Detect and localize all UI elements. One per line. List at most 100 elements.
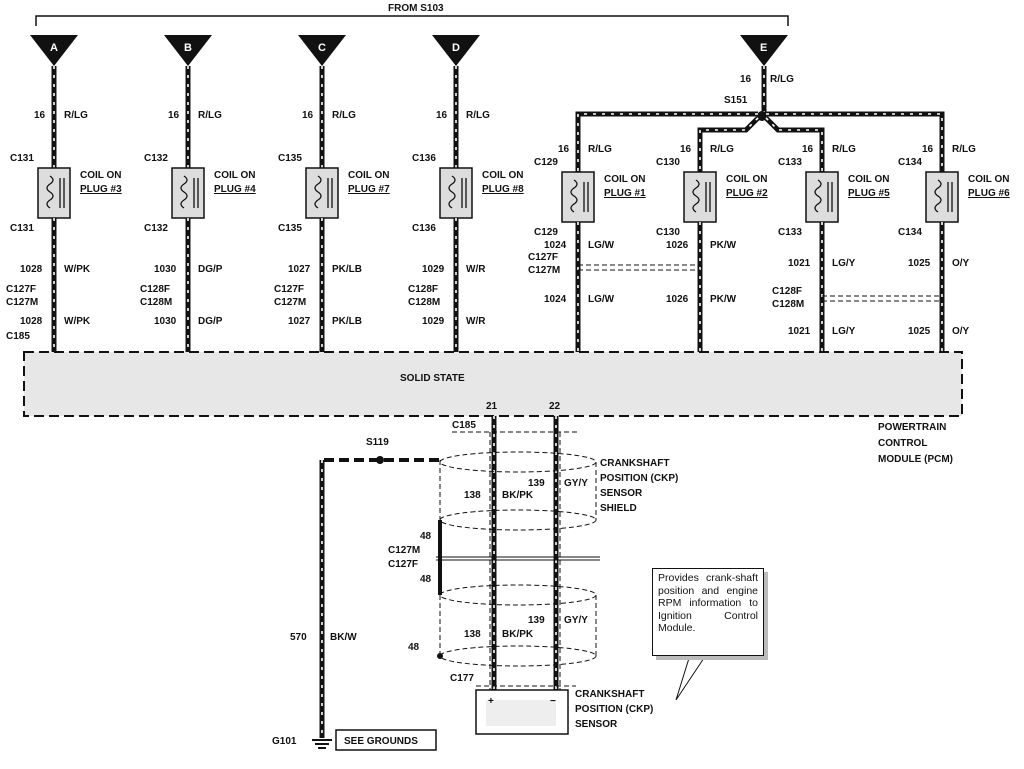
coil-7-conn-top: C133 — [778, 157, 802, 168]
c185-ckp-label: C185 — [452, 420, 476, 431]
svg-text:R/LG: R/LG — [770, 74, 794, 85]
coil-3-circuit-upper: 1027 — [288, 264, 311, 275]
coil-8-name-2: PLUG #6 — [968, 188, 1010, 199]
coil-3-feed-color: R/LG — [332, 110, 356, 121]
coil-5-feed-color: R/LG — [588, 144, 612, 155]
coil-3-name-2: PLUG #7 — [348, 184, 390, 195]
ckp-139-color-bot: GY/Y — [564, 615, 588, 626]
coil-5-color-upper: LG/W — [588, 240, 615, 251]
shield-label-1: CRANKSHAFT — [600, 458, 669, 469]
coil-6-circuit-lower: 1026 — [666, 294, 689, 305]
coil-7-winding-icon — [814, 179, 833, 213]
feed-a: A — [30, 35, 78, 66]
ckp-sensor-label-3: SENSOR — [575, 719, 618, 730]
drain-circuit-3: 48 — [408, 642, 420, 653]
coil-2-conn-top: C132 — [144, 153, 168, 164]
coil-4-conn-top: C136 — [412, 153, 436, 164]
pcm-label-3: MODULE (PCM) — [878, 454, 953, 465]
see-grounds-box — [335, 729, 437, 751]
coil-2-circuit-upper: 1030 — [154, 264, 177, 275]
coil-1-winding-icon — [46, 175, 65, 209]
coil-5-winding-icon — [570, 179, 589, 213]
coil-6-conn-bottom: C130 — [656, 227, 680, 238]
coil-3-winding-icon — [314, 175, 333, 209]
pcm-solid-state: SOLID STATE — [400, 373, 465, 384]
coil-2-name-1: COIL ON — [214, 170, 255, 181]
ckp-138-color-top: BK/PK — [502, 490, 534, 501]
coil-2-winding-icon — [180, 175, 199, 209]
coil-5-name-1: COIL ON — [604, 174, 645, 185]
coil-1-body — [37, 167, 71, 219]
pcm-label-1: POWERTRAIN — [878, 422, 946, 433]
coil-3-color-lower: PK/LB — [332, 316, 362, 327]
ground-name: G101 — [272, 736, 297, 747]
coil-7-circuit-lower: 1021 — [788, 326, 811, 337]
inline-r1-m: C127M — [528, 265, 560, 276]
coil-7-conn-bottom: C133 — [778, 227, 802, 238]
coil-5-conn-top: C129 — [534, 157, 558, 168]
svg-text:E: E — [760, 42, 767, 54]
coil-2-color-lower: DG/P — [198, 316, 223, 327]
coil-8-name-1: COIL ON — [968, 174, 1009, 185]
ckp-138-circuit-top: 138 — [464, 490, 481, 501]
pcm-label-2: CONTROL — [878, 438, 927, 449]
coil-2-name-2: PLUG #4 — [214, 184, 256, 195]
coil-8-circuit-upper: 1025 — [908, 258, 931, 269]
shield-label-2: POSITION (CKP) — [600, 473, 678, 484]
coil-2-feed-color: R/LG — [198, 110, 222, 121]
coil-4-color-upper: W/R — [466, 264, 486, 275]
coil-2-feed-circuit: 16 — [168, 110, 180, 121]
c127f-ckp-label: C127F — [388, 559, 418, 570]
coil-4-conn-bottom: C136 — [412, 223, 436, 234]
ground-circuit: 570 — [290, 632, 307, 643]
ckp-139-circuit-bot: 139 — [528, 615, 545, 626]
coil-3-color-upper: PK/LB — [332, 264, 362, 275]
inline-2-f: C127F — [274, 284, 304, 295]
inline-2-m: C127M — [274, 297, 306, 308]
coil-1-color-lower: W/PK — [64, 316, 91, 327]
from-label: FROM S103 — [388, 3, 444, 14]
svg-text:D: D — [452, 42, 460, 54]
coil-7-circuit-upper: 1021 — [788, 258, 811, 269]
ckp-plus: + — [488, 696, 494, 707]
coil-1-conn-top: C131 — [10, 153, 34, 164]
coil-8-winding-icon — [934, 179, 953, 213]
splice-s119-label: S119 — [366, 437, 389, 448]
note-callout: Provides crank-shaft position and engine… — [652, 568, 764, 656]
feed-e: E — [740, 35, 788, 66]
note-pointer — [675, 654, 707, 701]
feed-c: C — [298, 35, 346, 66]
coil-3-conn-top: C135 — [278, 153, 302, 164]
ckp-138-color-bot: BK/PK — [502, 629, 534, 640]
coil-7-color-upper: LG/Y — [832, 258, 856, 269]
coil-4-color-lower: W/R — [466, 316, 486, 327]
coil-6-name-1: COIL ON — [726, 174, 767, 185]
drain-circuit-1: 48 — [420, 531, 432, 542]
coil-2-conn-bottom: C132 — [144, 223, 168, 234]
ckp-sensor-label-1: CRANKSHAFT — [575, 689, 644, 700]
splice-s151-label: S151 — [724, 95, 748, 106]
coil-4-circuit-lower: 1029 — [422, 316, 445, 327]
feed-b: B — [164, 35, 212, 66]
inline-r2-f: C128F — [772, 286, 802, 297]
coil-1-circuit-lower: 1028 — [20, 316, 43, 327]
coil-7-feed-color: R/LG — [832, 144, 856, 155]
coil-4-body — [439, 167, 473, 219]
coil-1-name-1: COIL ON — [80, 170, 121, 181]
splice-s151 — [757, 111, 767, 121]
coil-5-feed-circuit: 16 — [558, 144, 570, 155]
coil-1-name-2: PLUG #3 — [80, 184, 122, 195]
coil-8-feed-circuit: 16 — [922, 144, 934, 155]
coil-6-feed-color: R/LG — [710, 144, 734, 155]
coil-3-circuit-lower: 1027 — [288, 316, 311, 327]
ckp-pin-21: 21 — [486, 401, 498, 412]
coil-4-winding-icon — [448, 175, 467, 209]
coil-6-conn-top: C130 — [656, 157, 680, 168]
coil-1-feed-circuit: 16 — [34, 110, 46, 121]
coil-6-winding-icon — [692, 179, 711, 213]
ckp-139-circuit-top: 139 — [528, 478, 545, 489]
inline-0-f: C127F — [6, 284, 36, 295]
inline-1-f: C128F — [140, 284, 170, 295]
shield-label-3: SENSOR — [600, 488, 643, 499]
